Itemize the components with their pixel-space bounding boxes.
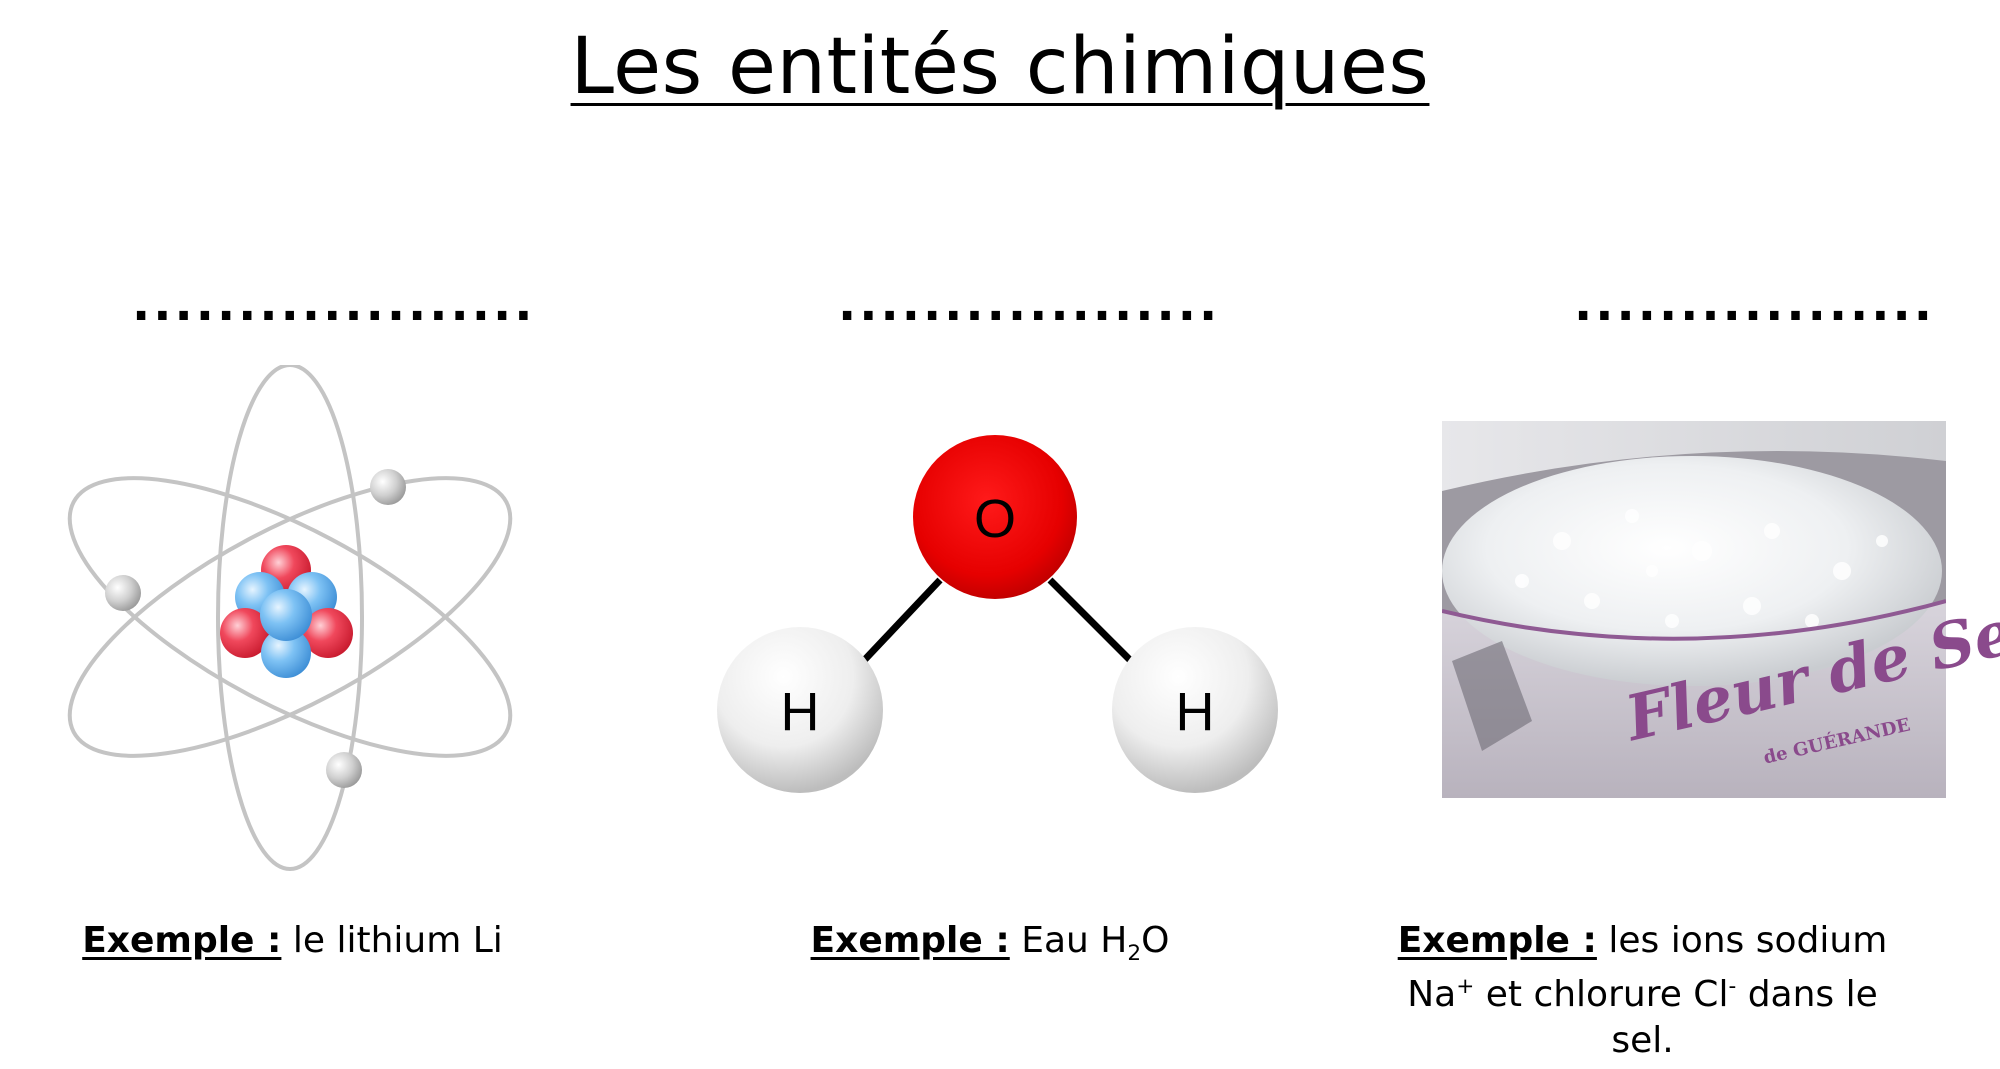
lithium-atom-illustration [67, 365, 513, 871]
caption-text: le lithium Li [292, 920, 503, 961]
blank-molecule: .................. [838, 276, 1221, 332]
caption-atom: Exemple : le lithium Li [40, 918, 545, 964]
water-molecule-illustration: O H H [717, 435, 1278, 793]
example-label: Exemple : [82, 920, 282, 961]
caption-text: Eau H2O [1021, 920, 1170, 967]
hydrogen-right-label: H [1176, 682, 1215, 742]
nucleus [220, 545, 353, 678]
salt-photo: Fleur de Sel de GUÉRANDE [1441, 421, 2000, 798]
example-label: Exemple : [810, 920, 1010, 961]
blank-ions: ................. [1574, 276, 1935, 332]
page-title: Les entités chimiques [570, 22, 1430, 112]
blank-atom: ................... [132, 276, 536, 332]
caption-molecule: Exemple : Eau H2O [790, 918, 1190, 977]
caption-text: les ions sodium Na+ et chlorure Cl- dans… [1407, 920, 1888, 1061]
caption-ions: Exemple : les ions sodium Na+ et chlorur… [1380, 918, 1905, 1064]
oxygen-atom-label: O [974, 489, 1016, 549]
example-label: Exemple : [1397, 920, 1597, 961]
hydrogen-left-label: H [781, 682, 820, 742]
